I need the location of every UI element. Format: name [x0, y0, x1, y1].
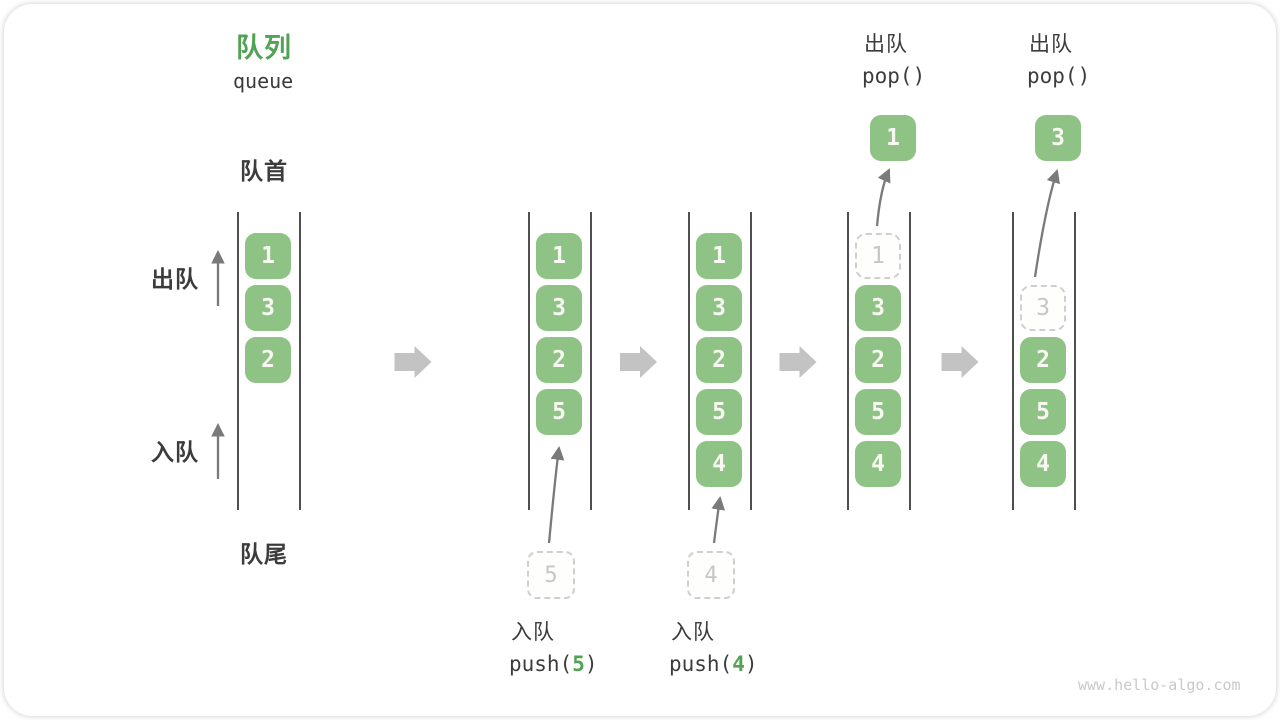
- column-line-right: [1074, 212, 1076, 510]
- enqueue-code-part: 5: [572, 652, 585, 676]
- enqueue-code-part: ): [584, 652, 598, 676]
- queue-item-box: 1: [245, 233, 291, 279]
- column-line-right: [750, 212, 752, 510]
- dequeue-op-code: pop(): [862, 64, 926, 88]
- enqueue-code-part: push(: [669, 652, 733, 676]
- queue-item-box: 5: [1020, 389, 1066, 435]
- column-line-left: [688, 212, 690, 510]
- queue-item-box: 3: [536, 285, 582, 331]
- column-line-left: [528, 212, 530, 510]
- enqueue-op-label: 入队: [511, 621, 555, 644]
- column-line-left: [237, 212, 239, 510]
- enqueue-op-code: push(5): [509, 652, 598, 676]
- queue-item-box: 5: [855, 389, 901, 435]
- enqueue-op-label: 入队: [671, 621, 715, 644]
- column-line-right: [299, 212, 301, 510]
- column-line-left: [1012, 212, 1014, 510]
- queue-item-box: 3: [855, 285, 901, 331]
- queue-item-box: 5: [696, 389, 742, 435]
- queue-item-box: 1: [696, 233, 742, 279]
- popped-item-box: 3: [1035, 115, 1081, 161]
- queue-item-box-dashed: 1: [855, 233, 901, 279]
- pending-item-box: 4: [687, 551, 735, 599]
- queue-item-box: 2: [245, 337, 291, 383]
- column-line-left: [847, 212, 849, 510]
- queue-item-box: 3: [696, 285, 742, 331]
- dequeue-op-label: 出队: [864, 33, 908, 56]
- dequeue-op-code: pop(): [1027, 64, 1091, 88]
- queue-item-box: 2: [1020, 337, 1066, 383]
- diagram-title-en: queue: [233, 69, 294, 93]
- queue-item-box: 2: [536, 337, 582, 383]
- queue-rear-label: 队尾: [240, 541, 288, 567]
- enqueue-code-part: push(: [509, 652, 573, 676]
- enqueue-side-label: 入队: [151, 439, 199, 465]
- popped-item-box: 1: [870, 115, 916, 161]
- dequeue-side-label: 出队: [151, 266, 199, 292]
- queue-item-box: 4: [855, 441, 901, 487]
- queue-item-box: 2: [855, 337, 901, 383]
- queue-item-box: 4: [696, 441, 742, 487]
- diagram-title-cn: 队列: [236, 33, 292, 63]
- queue-item-box: 1: [536, 233, 582, 279]
- queue-front-label: 队首: [240, 158, 288, 184]
- queue-item-box: 4: [1020, 441, 1066, 487]
- dequeue-op-label: 出队: [1029, 33, 1073, 56]
- enqueue-op-code: push(4): [669, 652, 758, 676]
- queue-item-box: 3: [245, 285, 291, 331]
- queue-item-box: 2: [696, 337, 742, 383]
- enqueue-code-part: 4: [732, 652, 745, 676]
- column-line-right: [909, 212, 911, 510]
- queue-item-box: 5: [536, 389, 582, 435]
- watermark: www.hello-algo.com: [1078, 676, 1241, 694]
- column-line-right: [590, 212, 592, 510]
- pending-item-box: 5: [527, 551, 575, 599]
- enqueue-code-part: ): [744, 652, 758, 676]
- queue-item-box-dashed: 3: [1020, 285, 1066, 331]
